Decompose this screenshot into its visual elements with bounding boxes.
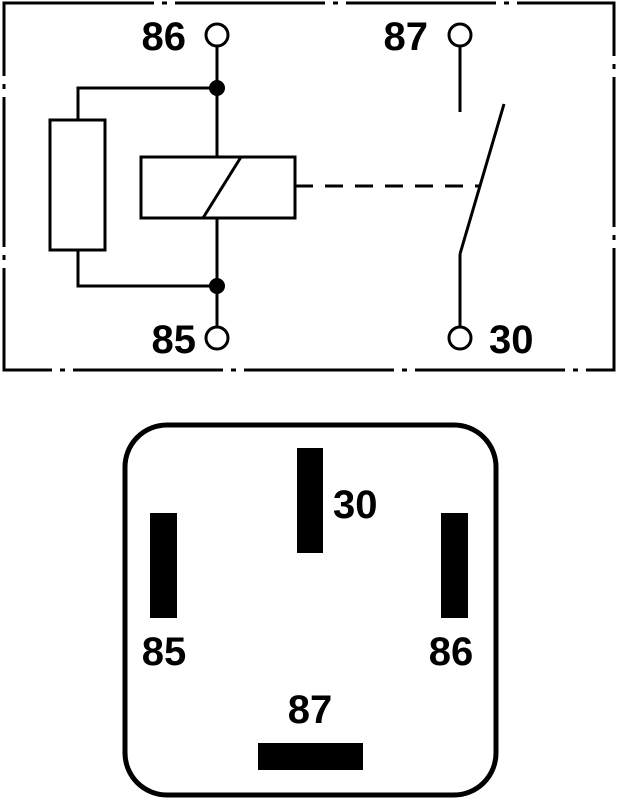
wire-resistor-top [76, 86, 217, 120]
terminal-30-circle [447, 325, 473, 351]
pin-30-label: 30 [333, 483, 378, 527]
terminal-86-label: 86 [142, 15, 187, 59]
pin-87 [258, 743, 363, 770]
terminal-87-label: 87 [384, 15, 429, 59]
junction-dot-bottom [209, 278, 225, 294]
resistor [48, 118, 107, 252]
pin-85 [150, 513, 177, 618]
junction-dot-top [209, 80, 225, 96]
terminal-85-label: 85 [152, 318, 197, 362]
coil-slash [201, 156, 243, 219]
pin-85-label: 85 [142, 630, 187, 674]
wire-resistor-bottom [76, 250, 217, 288]
pin-87-label: 87 [288, 688, 333, 732]
relay-housing-outline [122, 422, 499, 798]
relay-coil [139, 155, 297, 220]
pin-86-label: 86 [429, 630, 474, 674]
terminal-87-circle [447, 22, 473, 48]
relay-pinout: 30 85 86 87 [122, 422, 499, 798]
relay-schematic: 86 87 85 30 [48, 15, 534, 362]
terminal-86-circle [204, 22, 230, 48]
pin-30 [297, 448, 323, 553]
pin-86 [441, 513, 468, 618]
schematic-border [2, 1, 616, 372]
switch-contact [458, 103, 506, 255]
terminal-30-label: 30 [489, 318, 534, 362]
terminal-85-circle [204, 325, 230, 351]
